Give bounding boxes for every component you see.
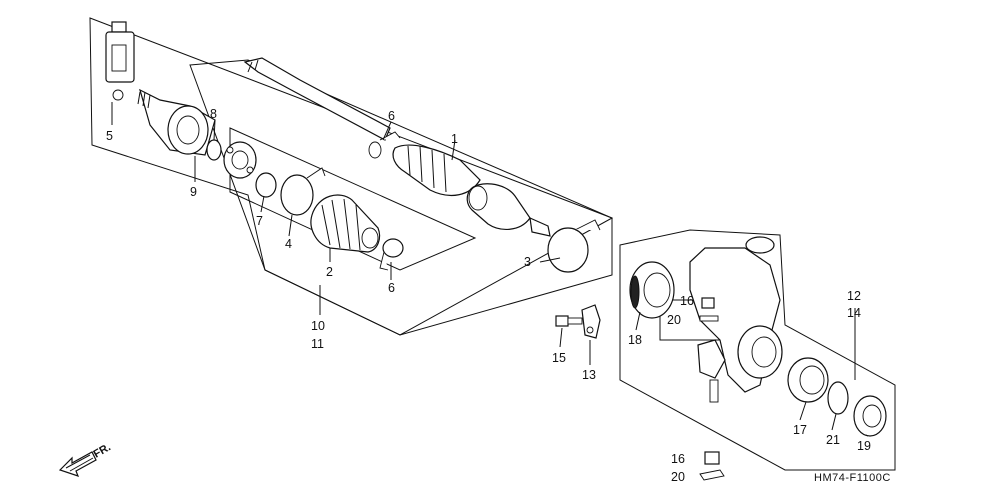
leader-6a bbox=[382, 121, 392, 141]
leader-3 bbox=[539, 257, 561, 263]
callout-6a: 6 bbox=[388, 109, 395, 123]
cotter-pin-20-lower-icon bbox=[699, 469, 725, 481]
snap-ring-8-icon bbox=[206, 139, 222, 161]
callout-5: 5 bbox=[106, 129, 113, 143]
callout-1: 1 bbox=[451, 132, 458, 146]
inner-boot-icon bbox=[310, 194, 381, 253]
callout-11: 11 bbox=[311, 337, 324, 351]
callout-18: 18 bbox=[628, 333, 642, 347]
knuckle-assembly-frame bbox=[619, 229, 896, 471]
boot-band-6-lower-icon bbox=[379, 238, 404, 271]
leader-7 bbox=[260, 195, 265, 213]
callout-16b: 16 bbox=[671, 452, 685, 466]
leader-18 bbox=[635, 311, 641, 331]
diagram-code: HM74-F1100C bbox=[814, 472, 891, 484]
callout-2: 2 bbox=[326, 265, 333, 279]
cotter-pin-20-upper-icon bbox=[699, 315, 719, 322]
leader-8 bbox=[213, 119, 216, 141]
front-direction-arrow-icon bbox=[58, 451, 97, 477]
leader-17 bbox=[799, 401, 807, 421]
boot-band-4-icon bbox=[280, 167, 326, 216]
bolt-15-icon bbox=[555, 315, 583, 327]
nut-16-upper-icon bbox=[701, 297, 715, 309]
callout-17: 17 bbox=[793, 423, 807, 437]
driveshaft-icon bbox=[243, 57, 551, 237]
snap-ring-7-icon bbox=[255, 172, 277, 198]
callout-7: 7 bbox=[256, 214, 263, 228]
callout-13: 13 bbox=[582, 368, 596, 382]
inner-joint-housing-icon bbox=[137, 88, 216, 156]
callout-21: 21 bbox=[826, 433, 840, 447]
nut-16-lower-icon bbox=[704, 451, 720, 465]
snap-ring-21-icon bbox=[827, 381, 849, 415]
callout-4: 4 bbox=[285, 237, 292, 251]
oil-seal-19-icon bbox=[853, 395, 887, 437]
callout-20b: 20 bbox=[671, 470, 685, 484]
bearing-cage-icon bbox=[223, 141, 257, 179]
leader-1 bbox=[451, 139, 456, 161]
callout-8: 8 bbox=[210, 107, 217, 121]
leader-15 bbox=[559, 327, 563, 348]
oil-seal-18-icon bbox=[629, 261, 675, 319]
callout-3: 3 bbox=[524, 255, 531, 269]
grease-bottle-icon bbox=[105, 21, 135, 101]
leader-21 bbox=[831, 413, 837, 431]
callout-15: 15 bbox=[552, 351, 566, 365]
leader-4 bbox=[288, 214, 293, 237]
callout-14: 14 bbox=[847, 306, 861, 320]
inner-joint-group-frame bbox=[189, 59, 614, 336]
front-direction-label: FR. bbox=[92, 441, 113, 460]
leader-19 bbox=[865, 434, 869, 437]
callout-6b: 6 bbox=[388, 281, 395, 295]
knuckle-icon bbox=[689, 236, 783, 403]
callout-12: 12 bbox=[847, 289, 861, 303]
clip-13-icon bbox=[581, 304, 601, 339]
callout-20a: 20 bbox=[667, 313, 681, 327]
callout-10: 10 bbox=[311, 319, 325, 333]
callout-9: 9 bbox=[190, 185, 197, 199]
bearing-17-icon bbox=[787, 357, 829, 403]
boot-band-3-icon bbox=[547, 219, 601, 273]
callout-19: 19 bbox=[857, 439, 871, 453]
callout-16a: 16 bbox=[680, 294, 694, 308]
driveshaft-assembly-frame bbox=[89, 17, 613, 336]
